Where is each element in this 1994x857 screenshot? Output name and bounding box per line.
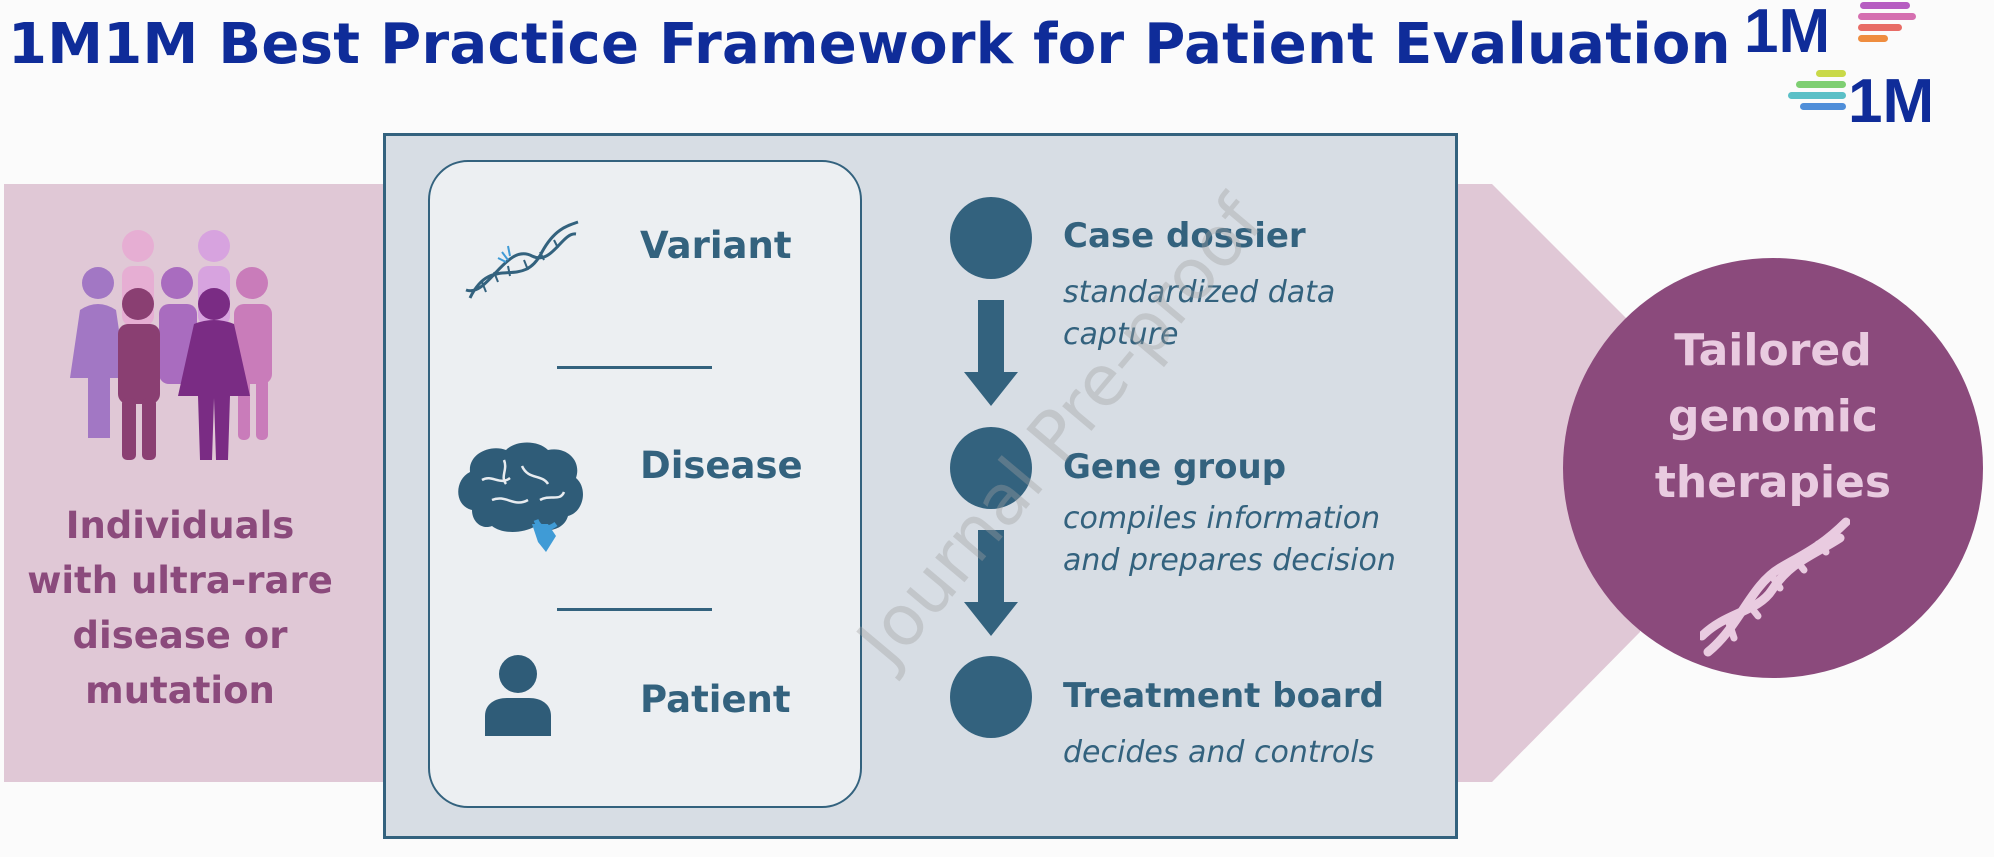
- people-group-icon: [70, 230, 272, 460]
- step-description: decides and controls: [1063, 732, 1374, 774]
- step-title-case-dossier: Case dossier: [1063, 216, 1306, 256]
- person-icon: [485, 655, 551, 736]
- population-label-line: Individuals: [65, 504, 295, 547]
- brain-icon: [458, 442, 583, 552]
- step-title-gene-group: Gene group: [1063, 447, 1287, 487]
- population-label-line: with ultra-rare: [27, 559, 333, 602]
- divider: [557, 366, 712, 369]
- input-label-disease: Disease: [640, 444, 803, 487]
- divider: [557, 608, 712, 611]
- 1m1m-logo: 1M 1M: [1744, 0, 1934, 130]
- population-label-line: disease or: [72, 614, 288, 657]
- outcome-circle: [1563, 258, 1983, 678]
- step-description: compiles information and prepares decisi…: [1063, 498, 1396, 582]
- logo-top-text: 1M: [1744, 0, 1830, 66]
- step-title-treatment-board: Treatment board: [1063, 676, 1385, 716]
- population-label: Individuals with ultra-rare disease or m…: [10, 498, 350, 718]
- logo-bottom-text: 1M: [1848, 67, 1934, 130]
- inputs-panel: Variant Disease Patient: [428, 160, 862, 808]
- outcome-label: Tailored genomic therapies: [1563, 318, 1983, 516]
- outcome-label-line: genomic: [1668, 391, 1878, 442]
- step-description-line: decides and controls: [1063, 735, 1375, 770]
- population-label-line: mutation: [85, 669, 275, 712]
- step-description: standardized data capture: [1063, 272, 1335, 356]
- step-description-line: capture: [1063, 317, 1179, 352]
- input-label-variant: Variant: [640, 224, 792, 267]
- outcome-label-line: therapies: [1654, 457, 1892, 508]
- step-marker: [950, 656, 1032, 738]
- input-label-patient: Patient: [640, 678, 791, 721]
- page-title: 1M1M Best Practice Framework for Patient…: [8, 12, 1731, 77]
- down-arrow-icon: [964, 530, 1018, 636]
- dna-icon: [465, 220, 579, 299]
- outcome-label-line: Tailored: [1674, 325, 1872, 376]
- step-description-line: compiles information: [1063, 501, 1381, 536]
- step-description-line: and prepares decision: [1063, 543, 1396, 578]
- down-arrow-icon: [964, 300, 1018, 406]
- step-description-line: standardized data: [1063, 275, 1336, 310]
- step-marker: [950, 197, 1032, 279]
- step-marker: [950, 427, 1032, 509]
- dna-icon: [1700, 517, 1850, 657]
